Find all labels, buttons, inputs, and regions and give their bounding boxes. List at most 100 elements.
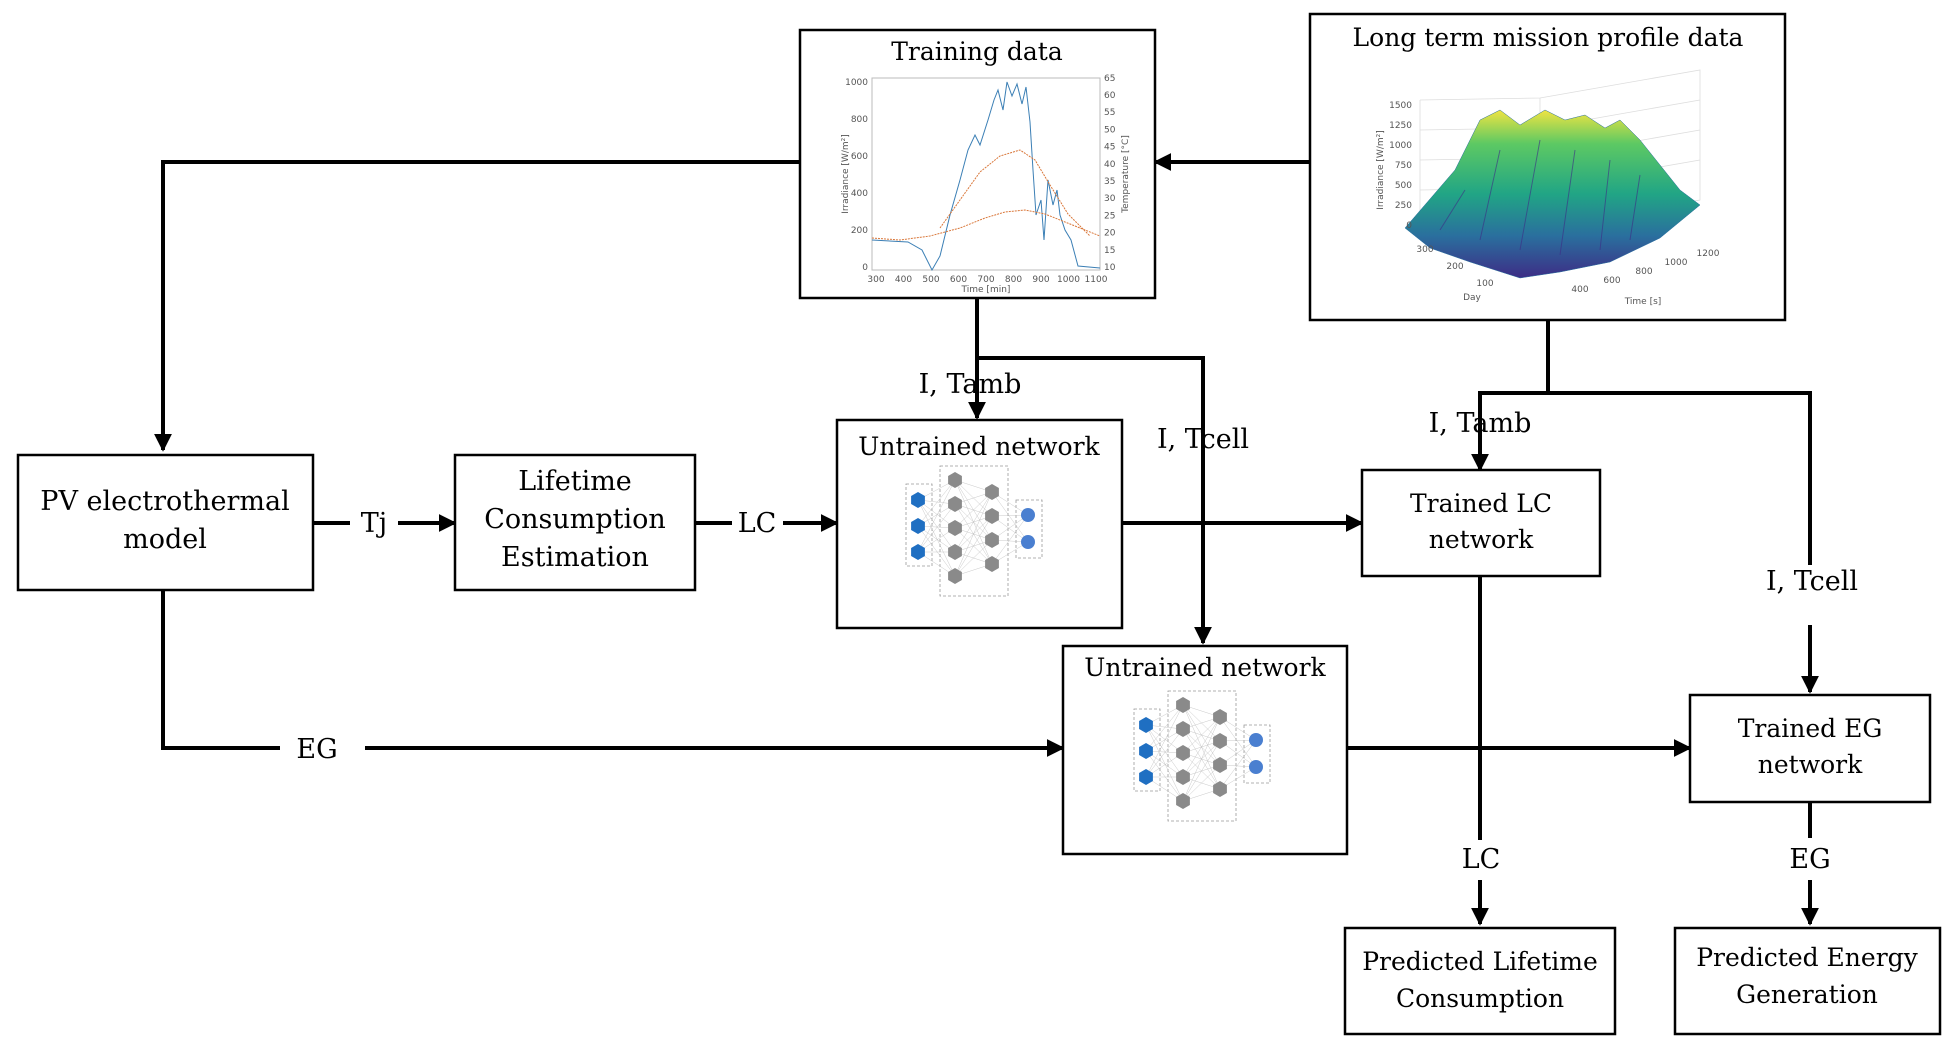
z-tick-label: 500 — [1395, 181, 1412, 191]
y-left-tick-label: 1000 — [845, 78, 868, 88]
network-edge — [917, 503, 956, 553]
arrow-training-to-pv — [154, 160, 800, 452]
svg-text:Lifetime: Lifetime — [518, 466, 632, 497]
network-illustration-1 — [905, 465, 1043, 597]
network-edge — [917, 499, 956, 553]
network-edge — [954, 491, 993, 553]
svg-text:Estimation: Estimation — [501, 542, 649, 573]
hidden-node — [948, 568, 962, 584]
day-axis-label: Day — [1463, 293, 1481, 303]
x-tick-label: 300 — [867, 275, 884, 285]
trained-lc-box: Trained LC network — [1360, 468, 1602, 578]
y-left-tick-label: 400 — [851, 189, 868, 199]
y-left-tick-label: 800 — [851, 115, 868, 125]
network-edge — [917, 499, 956, 529]
day-tick-label: 100 — [1476, 279, 1493, 289]
network-edge — [1182, 716, 1221, 802]
y-left-tick-label: 600 — [851, 152, 868, 162]
output-node — [1021, 535, 1035, 549]
svg-text:Predicted Energy: Predicted Energy — [1696, 943, 1918, 972]
svg-text:Predicted Lifetime: Predicted Lifetime — [1362, 947, 1598, 976]
network-edge — [954, 515, 993, 577]
y-right-tick-label: 30 — [1104, 194, 1116, 204]
day-tick-label: 200 — [1446, 262, 1463, 272]
hidden-node — [948, 496, 962, 512]
hidden-node — [1176, 745, 1190, 761]
time-axis-label: Time [s] — [1624, 297, 1662, 307]
input-node — [1139, 743, 1153, 759]
hidden-node — [1176, 793, 1190, 809]
network-edge — [917, 479, 956, 527]
network-edge — [1145, 724, 1184, 754]
output-node — [1249, 760, 1263, 774]
pv-model-box: PV electrothermal model — [16, 453, 315, 592]
z-tick-label: 750 — [1395, 161, 1412, 171]
cell-temperature-series — [939, 149, 1091, 237]
svg-text:Long term mission profile data: Long term mission profile data — [1353, 23, 1744, 52]
label-tj: Tj — [361, 508, 387, 539]
line-pv-eg — [161, 590, 280, 750]
z-tick-label: 1250 — [1389, 121, 1412, 131]
x-tick-label: 1000 — [1057, 275, 1080, 285]
hidden-node — [1213, 733, 1227, 749]
network-edge — [954, 491, 993, 577]
time-tick-label: 800 — [1635, 267, 1652, 277]
untrained-network-1-box: Untrained network — [835, 418, 1124, 630]
hidden-node — [1176, 697, 1190, 713]
output-node — [1249, 733, 1263, 747]
hidden-node — [985, 508, 999, 524]
y-right-tick-label: 50 — [1104, 125, 1116, 135]
label-i-tcell-2: I, Tcell — [1766, 566, 1858, 597]
label-i-tamb-1: I, Tamb — [919, 369, 1022, 400]
ambient-temperature-series — [871, 209, 1101, 241]
network-edge — [954, 539, 993, 577]
hidden-node — [1213, 781, 1227, 797]
network-edge — [917, 525, 956, 577]
network-illustration-2 — [1133, 690, 1271, 822]
svg-text:Trained EG: Trained EG — [1738, 714, 1883, 743]
day-tick-label: 300 — [1416, 245, 1433, 255]
x-tick-label: 1100 — [1085, 275, 1108, 285]
hidden-node — [1213, 757, 1227, 773]
y-right-tick-label: 65 — [1104, 74, 1115, 84]
svg-text:Training data: Training data — [891, 37, 1063, 66]
svg-text:model: model — [123, 524, 207, 555]
surface-ridges — [1439, 139, 1641, 256]
hidden-node — [948, 472, 962, 488]
hidden-node — [985, 532, 999, 548]
arrow-training-to-untrained2 — [977, 356, 1212, 645]
network-edge — [1219, 739, 1257, 790]
svg-text:network: network — [1429, 525, 1534, 554]
network-edge — [1219, 716, 1257, 768]
y-left-tick-label: 0 — [862, 263, 868, 273]
network-edge — [991, 514, 1029, 565]
output-node — [1021, 508, 1035, 522]
hidden-node — [1213, 709, 1227, 725]
svg-text:Untrained network: Untrained network — [858, 432, 1100, 461]
x-tick-label: 400 — [895, 275, 912, 285]
y-right-tick-label: 35 — [1104, 177, 1115, 187]
hidden-node — [985, 556, 999, 572]
z-axis-label: Irradiance [W/m²] — [1376, 130, 1386, 210]
network-edge — [1182, 740, 1221, 802]
y-right-tick-label: 25 — [1104, 211, 1115, 221]
hidden-node — [1176, 721, 1190, 737]
input-node — [911, 518, 925, 534]
svg-text:PV electrothermal: PV electrothermal — [40, 486, 289, 517]
network-edge — [1145, 704, 1184, 778]
network-edge — [991, 491, 1029, 543]
network-edge — [1182, 716, 1221, 754]
trained-eg-box: Trained EG network — [1688, 693, 1932, 804]
hidden-node — [948, 544, 962, 560]
irradiance-surface — [1404, 109, 1701, 279]
label-eg-1: EG — [296, 734, 337, 765]
network-edge — [1145, 728, 1184, 778]
